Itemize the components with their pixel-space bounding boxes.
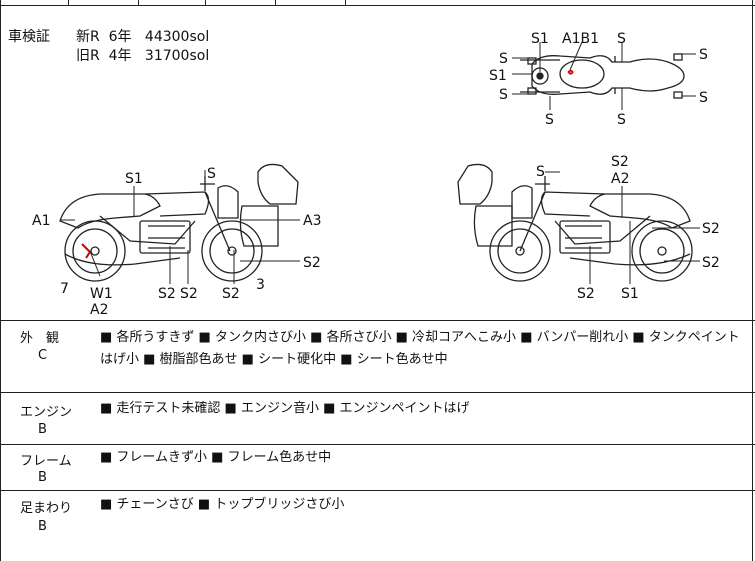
years: 6年	[108, 29, 132, 45]
damage-diagram: 車検証 新R 6年 44300sol 旧R 4年 31700sol	[0, 6, 755, 321]
section-title: 足まわり	[20, 501, 73, 516]
label-top-s-c: S	[499, 87, 508, 103]
left-view-bike	[59, 163, 299, 282]
label-right-s1: S1	[621, 286, 639, 302]
section-grade: C	[38, 348, 48, 363]
inspection-row-old: 旧R 4年 31700sol	[76, 47, 209, 66]
right-view-bike	[457, 163, 693, 282]
label-left-a1: A1	[32, 213, 50, 229]
label-right-a2: A2	[611, 171, 629, 187]
years: 4年	[108, 48, 132, 64]
section-grade: B	[38, 470, 47, 485]
section-items: ■ フレームきず小 ■ フレーム色あせ中	[100, 450, 332, 465]
label-left-s1: S1	[125, 171, 143, 187]
label-right-s2-b: S2	[702, 255, 720, 271]
label-top-s1-side: S1	[489, 68, 507, 84]
top-view-bike	[520, 53, 685, 99]
label-left-w1: W1	[90, 286, 113, 302]
label-left-a3: A3	[303, 213, 321, 229]
label-top-s-f: S	[545, 112, 554, 128]
price: 31700sol	[144, 48, 210, 64]
label-right-s2-c: S2	[577, 286, 595, 302]
era: 旧R	[76, 48, 100, 64]
label-top-s-e: S	[699, 90, 708, 106]
label-top-s-d: S	[699, 47, 708, 63]
label-left-s2-b: S2	[180, 286, 198, 302]
inspection-row-new: 新R 6年 44300sol	[76, 28, 209, 47]
label-right-s2-top: S2	[611, 154, 629, 170]
section-frame: フレーム B ■ フレームきず小 ■ フレーム色あせ中	[0, 445, 755, 491]
top-table-strip	[0, 0, 755, 6]
leader-lines	[60, 41, 700, 284]
section-title: エンジン	[20, 405, 73, 420]
section-items: ■ 各所うすきず ■ タンク内さび小 ■ 各所さび小 ■ 冷却コアへこみ小 ■ …	[100, 330, 740, 367]
label-right-s2-a: S2	[702, 221, 720, 237]
label-top-a1b1: A1B1	[562, 31, 599, 47]
label-left-7: 7	[60, 281, 69, 297]
section-engine: エンジン B ■ 走行テスト未確認 ■ エンジン音小 ■ エンジンペイントはげ	[0, 393, 755, 445]
section-grade: B	[38, 422, 47, 437]
label-left-s: S	[207, 166, 216, 182]
section-title: 外 観	[20, 331, 60, 346]
section-grade: B	[38, 519, 47, 534]
label-top-s1: S1	[531, 31, 549, 47]
section-suspension: 足まわり B ■ チェーンさび ■ トップブリッジさび小	[0, 491, 755, 561]
section-title: フレーム	[20, 454, 72, 469]
label-left-a2: A2	[90, 302, 108, 318]
motorcycle-diagrams: S1 A1B1 S S S S S S S S1 S1 S A1 A3 7 W1…	[32, 31, 720, 318]
price: 44300sol	[144, 29, 210, 45]
label-left-3: 3	[256, 277, 265, 293]
label-left-s2-d: S2	[303, 255, 321, 271]
section-items: ■ チェーンさび ■ トップブリッジさび小	[100, 497, 345, 512]
label-top-s-a: S	[617, 31, 626, 47]
era: 新R	[76, 29, 100, 45]
inspection-label: 車検証	[8, 29, 50, 45]
label-left-s2-a: S2	[158, 286, 176, 302]
label-right-s: S	[536, 164, 545, 180]
label-top-s-g: S	[617, 112, 626, 128]
section-exterior: 外 観 C ■ 各所うすきず ■ タンク内さび小 ■ 各所さび小 ■ 冷却コアへ…	[0, 321, 755, 393]
label-left-s2-c: S2	[222, 286, 240, 302]
section-items: ■ 走行テスト未確認 ■ エンジン音小 ■ エンジンペイントはげ	[100, 401, 470, 416]
label-top-s-b: S	[499, 51, 508, 67]
